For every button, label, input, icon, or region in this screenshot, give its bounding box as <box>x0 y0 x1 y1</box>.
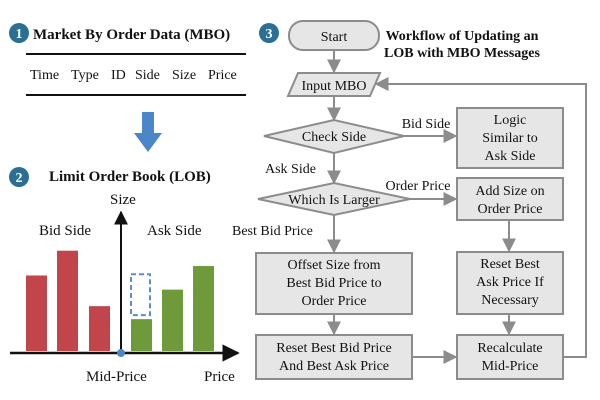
node-input-mbo <box>286 72 382 97</box>
node-recalc-line: Recalculate <box>477 341 542 356</box>
node-add-size <box>456 177 564 221</box>
badge-2-label: 2 <box>16 171 23 186</box>
node-offset-line: Best Bid Price to <box>286 276 381 291</box>
badge-3 <box>259 23 279 43</box>
node-reset-ask <box>456 251 564 315</box>
ask-bar <box>131 319 152 351</box>
node-recalc <box>456 334 564 380</box>
mbo-column-headers: Time Type ID Side Size Price <box>30 68 237 83</box>
mid-price-dot <box>117 349 125 357</box>
ask-bar <box>193 266 214 351</box>
node-logic <box>456 107 564 169</box>
edge-label-bid-side: Bid Side <box>402 117 451 132</box>
node-which-larger <box>257 181 411 217</box>
node-which-larger-label: Which Is Larger <box>288 193 380 208</box>
workflow-title-line1: Workflow of Updating an <box>386 29 539 44</box>
column-header: Price <box>208 68 237 83</box>
panel1-title: Market By Order Data (MBO) <box>33 27 230 43</box>
bid-bar <box>26 275 47 351</box>
workflow-title-line2: LOB with MBO Messages <box>384 46 540 61</box>
badge-2 <box>9 167 29 187</box>
column-header: ID <box>111 68 126 83</box>
size-axis-label: Size <box>110 192 136 208</box>
mid-price-label: Mid-Price <box>86 369 147 385</box>
panel-lob: 2 Limit Order Book (LOB) Size Bid Side A… <box>9 167 240 385</box>
node-check-side <box>263 118 405 155</box>
lob-bars <box>26 250 214 351</box>
node-reset-both-line: And Best Ask Price <box>279 359 389 374</box>
node-recalc-line: Mid-Price <box>482 359 539 374</box>
badge-1-label: 1 <box>16 27 23 42</box>
edge-label-best-bid-price: Best Bid Price <box>232 224 313 239</box>
node-logic-line: Logic <box>494 113 527 128</box>
node-input-mbo-label: Input MBO <box>302 79 367 94</box>
bid-bar <box>89 306 110 351</box>
node-start <box>288 20 380 51</box>
node-reset-ask-line: Ask Price If <box>476 275 544 290</box>
edge-loop-back <box>374 77 587 358</box>
node-offset <box>255 252 413 315</box>
node-reset-ask-line: Reset Best <box>480 257 540 272</box>
node-reset-ask-line: Necessary <box>481 293 539 308</box>
node-add-size-line: Order Price <box>478 202 543 217</box>
badge-1 <box>9 23 29 43</box>
price-axis-label: Price <box>204 369 235 385</box>
node-logic-line: Similar to <box>482 131 538 146</box>
down-arrow-icon <box>134 112 162 152</box>
edge-label-ask-side: Ask Side <box>265 162 316 177</box>
ask-bar <box>162 289 183 351</box>
ask-side-label: Ask Side <box>147 223 202 239</box>
column-header: Side <box>135 68 160 83</box>
bid-bar <box>57 250 78 351</box>
panel2-title: Limit Order Book (LOB) <box>49 169 211 185</box>
pending-order-dashed-box <box>130 273 151 317</box>
bid-side-label: Bid Side <box>39 223 91 239</box>
node-check-side-label: Check Side <box>302 130 366 145</box>
column-header: Size <box>172 68 196 83</box>
edge-label-order-price: Order Price <box>386 179 451 194</box>
node-reset-both <box>255 334 413 380</box>
panel-mbo: 1 Market By Order Data (MBO) Time Type I… <box>9 23 246 152</box>
node-offset-line: Order Price <box>302 294 367 309</box>
node-logic-line: Ask Side <box>485 149 536 164</box>
column-header: Type <box>71 68 99 83</box>
badge-3-label: 3 <box>266 27 273 42</box>
node-add-size-line: Add Size on <box>475 184 544 199</box>
flow-connectors <box>327 50 587 364</box>
panel-workflow: 3 Workflow of Updating an LOB with MBO M… <box>232 20 587 380</box>
node-offset-line: Offset Size from <box>287 258 380 273</box>
node-start-label: Start <box>321 30 348 45</box>
column-header: Time <box>30 68 59 83</box>
node-reset-both-line: Reset Best Bid Price <box>276 341 392 356</box>
